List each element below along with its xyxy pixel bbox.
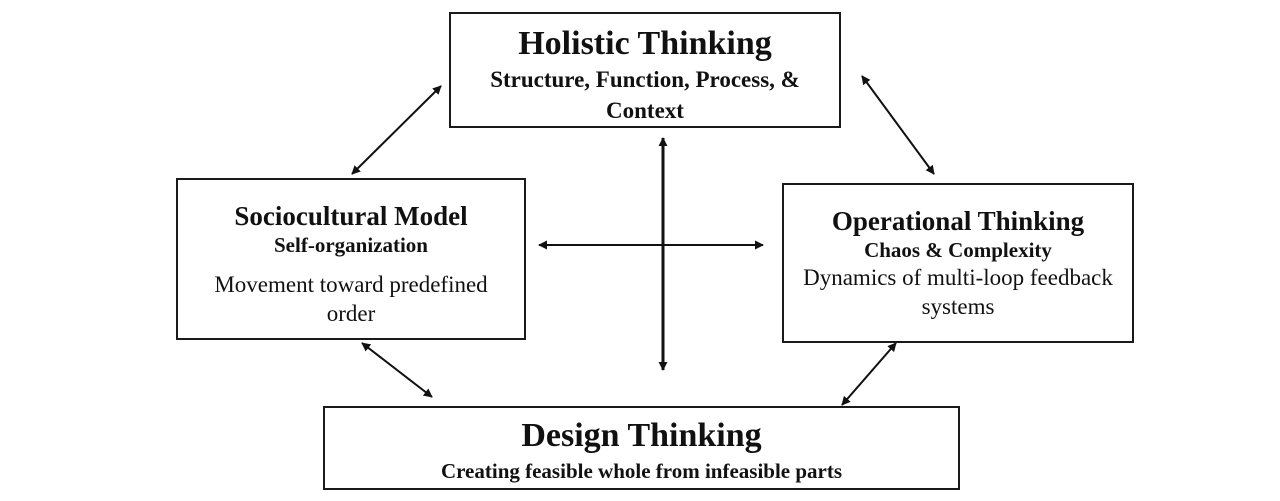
design-thinking-box: Design Thinking Creating feasible whole … (323, 406, 960, 490)
operational-thinking-box: Operational Thinking Chaos & Complexity … (782, 183, 1134, 343)
design-subtitle: Creating feasible whole from infeasible … (440, 459, 843, 483)
sociocultural-body: Movement toward predefined order (214, 272, 488, 326)
arrow-holistic-sociocultural (351, 85, 442, 175)
operational-body: Dynamics of multi-loop feedback systems (803, 265, 1113, 319)
arrow-sociocultural-design (361, 342, 433, 398)
holistic-title: Holistic Thinking (518, 25, 772, 62)
arrow-holistic-operational (861, 75, 935, 175)
arrow-operational-design (841, 342, 897, 406)
sociocultural-model-box: Sociocultural Model Self-organization Mo… (176, 178, 526, 340)
holistic-subtitle: Structure, Function, Process, & Context (490, 67, 800, 123)
holistic-thinking-box: Holistic Thinking Structure, Function, P… (449, 12, 841, 128)
operational-subtitle: Chaos & Complexity (864, 238, 1052, 262)
design-title: Design Thinking (521, 417, 762, 454)
sociocultural-title: Sociocultural Model (234, 201, 468, 231)
operational-title: Operational Thinking (831, 206, 1085, 236)
sociocultural-subtitle: Self-organization (274, 233, 428, 257)
